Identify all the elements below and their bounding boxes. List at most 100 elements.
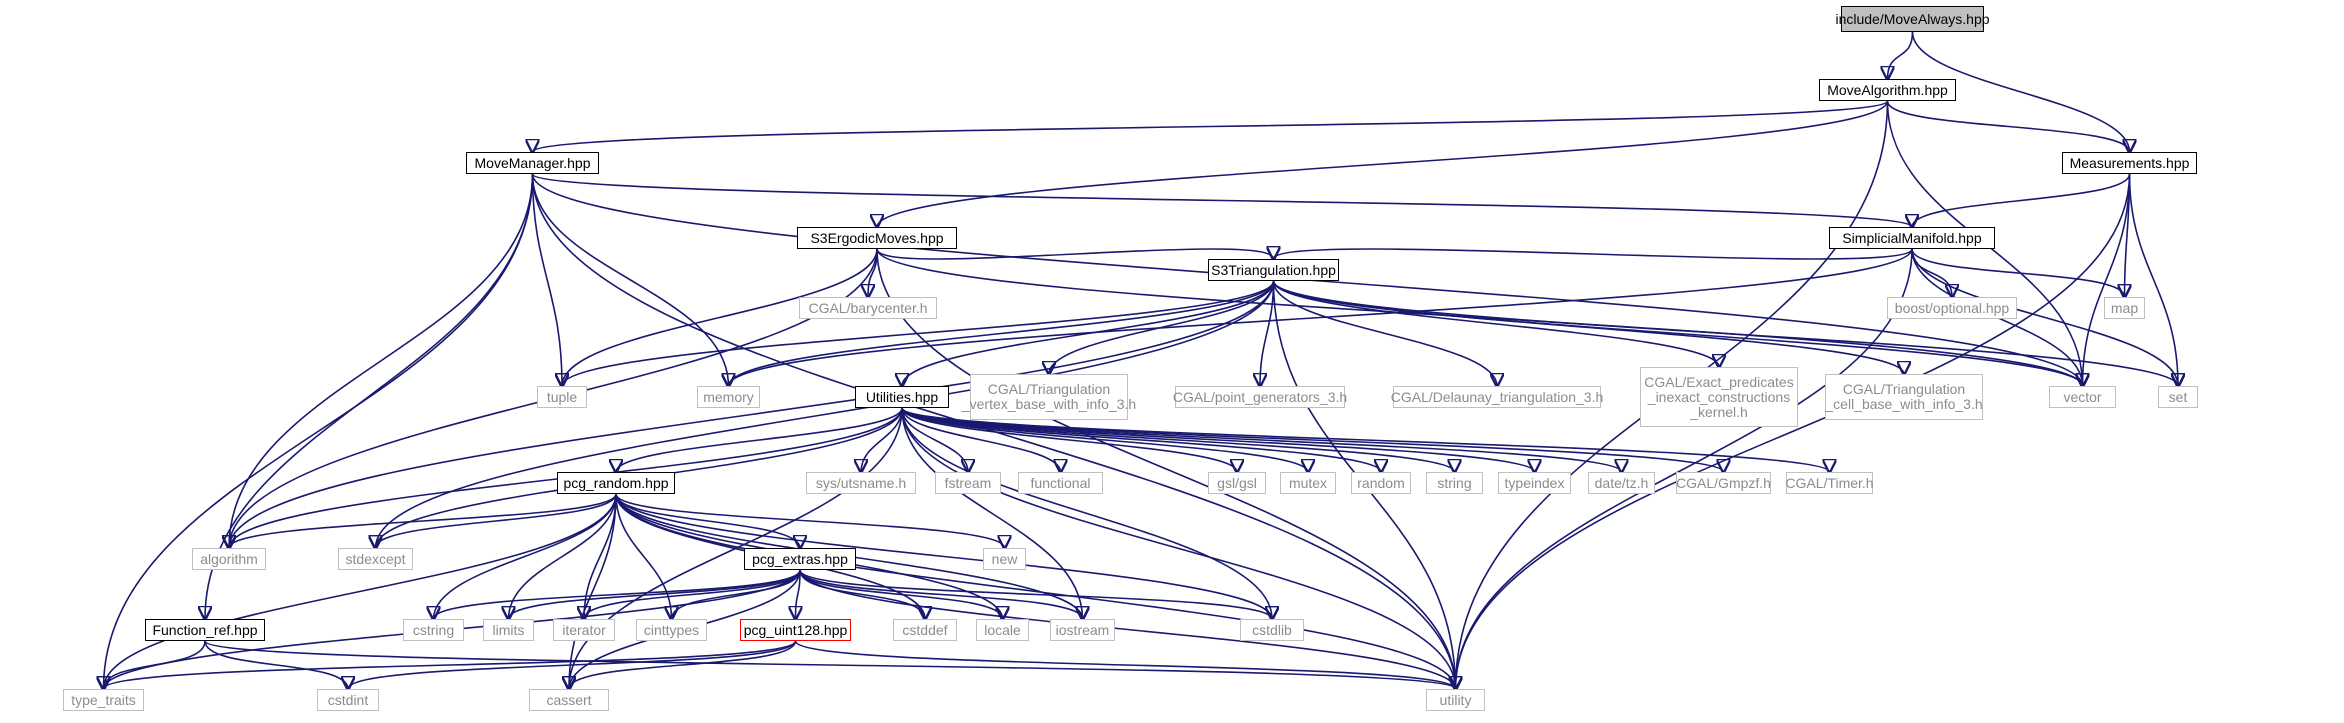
- edge-n19-n24: [901, 407, 1308, 472]
- edge-n19-n22: [901, 407, 1061, 472]
- edge-n31-n33: [376, 493, 617, 548]
- edge-n5-n8: [1911, 248, 2125, 297]
- node-cinttypes: cinttypes: [636, 619, 707, 641]
- edge-n4-n49: [876, 248, 1456, 689]
- node-typeindex: typeindex: [1498, 472, 1571, 494]
- edge-n31-n49: [615, 493, 1456, 689]
- edge-n4-n9: [876, 249, 1274, 259]
- edge-n9-n18: [1272, 280, 2179, 386]
- edge-n0-n3: [1911, 31, 2130, 152]
- node-measurements-hpp[interactable]: Measurements.hpp: [2062, 152, 2197, 174]
- edge-n19-n20: [861, 407, 903, 472]
- edge-n35-n36: [434, 569, 801, 619]
- node-s3ergodicmoves-hpp[interactable]: S3ErgodicMoves.hpp: [797, 227, 957, 249]
- edge-n9-n32: [229, 280, 1275, 548]
- node-date-tz-h: date/tz.h: [1588, 472, 1655, 494]
- edge-n35-n42: [799, 569, 1003, 619]
- edge-n31-n48: [569, 493, 617, 689]
- edge-n31-n32: [229, 493, 617, 548]
- edge-n2-n32: [229, 173, 534, 548]
- edge-n9-n33: [376, 280, 1275, 548]
- edge-n19-n21: [901, 407, 968, 472]
- node-cassert: cassert: [529, 689, 609, 711]
- edge-n40-n48: [569, 640, 797, 689]
- node-utilities-hpp[interactable]: Utilities.hpp: [855, 386, 949, 408]
- edge-n19-n23: [901, 407, 1237, 472]
- node-s3triangulation-hpp[interactable]: S3Triangulation.hpp: [1208, 259, 1339, 281]
- node-fstream: fstream: [935, 472, 1001, 494]
- edge-n35-n39: [672, 569, 801, 619]
- edge-n35-n37: [509, 569, 801, 619]
- edge-n19-n31: [616, 407, 903, 472]
- node-pcg-extras-hpp[interactable]: pcg_extras.hpp: [744, 548, 856, 570]
- edge-n1-n4: [877, 100, 1889, 227]
- node-iostream: iostream: [1050, 619, 1115, 641]
- edge-n35-n49: [799, 569, 1456, 689]
- node-algorithm: algorithm: [192, 548, 266, 570]
- edge-n35-n43: [799, 569, 1083, 619]
- node-locale: locale: [976, 619, 1029, 641]
- edge-n31-n34: [615, 493, 1005, 548]
- node-function-ref-hpp[interactable]: Function_ref.hpp: [145, 619, 265, 641]
- node-cgal-point-generators-3-h: CGAL/point_generators_3.h: [1173, 386, 1347, 408]
- edge-n9-n12: [1049, 280, 1275, 374]
- edge-n40-n49: [794, 640, 1456, 689]
- node-cgal-exact-predicates-inexact-constructions-kernel-h: CGAL/Exact_predicates _inexact_construct…: [1640, 367, 1798, 427]
- edge-n9-n14: [1272, 280, 1498, 386]
- node-movealgorithm-hpp[interactable]: MoveAlgorithm.hpp: [1819, 79, 1956, 101]
- edge-n3-n17: [2083, 173, 2131, 386]
- edge-n40-n47: [348, 640, 797, 689]
- node-cstdint: cstdint: [317, 689, 379, 711]
- node-cgal-triangulation-vertex-base-with-info-3-h: CGAL/Triangulation _vertex_base_with_inf…: [962, 374, 1136, 420]
- edge-n9-n13: [1260, 280, 1275, 386]
- node-memory: memory: [697, 386, 760, 408]
- node-pcg-random-hpp[interactable]: pcg_random.hpp: [557, 472, 675, 494]
- edge-n9-n19: [902, 280, 1275, 386]
- edge-n5-n11: [729, 248, 1913, 386]
- edge-n4-n10: [562, 248, 878, 386]
- edge-n40-n46: [104, 640, 797, 689]
- edge-n3-n18: [2128, 173, 2179, 386]
- edge-n35-n38: [584, 569, 801, 619]
- node-sys-utsname-h: sys/utsname.h: [806, 472, 916, 494]
- node-limits: limits: [483, 619, 534, 641]
- edge-n35-n41: [799, 569, 925, 619]
- node-iterator: iterator: [553, 619, 615, 641]
- node-boost-optional-hpp: boost/optional.hpp: [1887, 297, 2017, 319]
- node-cgal-delaunay-triangulation-3-h: CGAL/Delaunay_triangulation_3.h: [1391, 386, 1603, 408]
- edge-n5-n18: [1911, 248, 2178, 386]
- edge-n9-n15: [1272, 280, 1720, 367]
- node-cstdlib: cstdlib: [1240, 619, 1304, 641]
- node-cgal-barycenter-h: CGAL/barycenter.h: [799, 297, 937, 319]
- edge-n9-n10: [562, 280, 1275, 386]
- edge-n19-n30: [901, 407, 1830, 472]
- edge-n45-n49: [204, 640, 1456, 689]
- edge-n3-n49: [1456, 173, 2131, 689]
- edge-n35-n40: [796, 569, 801, 619]
- edge-n2-n11: [531, 173, 729, 386]
- edge-n19-n43: [901, 407, 1083, 619]
- node-type-traits: type_traits: [63, 689, 144, 711]
- edge-n35-n44: [799, 569, 1272, 619]
- node-cgal-gmpzf-h: CGAL/Gmpzf.h: [1676, 472, 1771, 494]
- node-simplicialmanifold-hpp[interactable]: SimplicialManifold.hpp: [1829, 227, 1995, 249]
- node-vector: vector: [2049, 386, 2116, 408]
- edge-n31-n44: [615, 493, 1272, 619]
- node-pcg-uint128-hpp[interactable]: pcg_uint128.hpp: [740, 619, 851, 641]
- node-tuple: tuple: [537, 386, 587, 408]
- edge-n3-n5: [1912, 173, 2131, 227]
- edge-n19-n49: [901, 407, 1456, 689]
- edge-n19-n44: [901, 407, 1272, 619]
- node-mutex: mutex: [1280, 472, 1336, 494]
- edge-n5-n49: [1456, 248, 1913, 689]
- node-cstring: cstring: [403, 619, 464, 641]
- node-include-movealways-hpp[interactable]: include/MoveAlways.hpp: [1835, 6, 1990, 32]
- node-movemanager-hpp[interactable]: MoveManager.hpp: [466, 152, 599, 174]
- edge-n1-n3: [1886, 100, 2130, 152]
- edge-n9-n11: [729, 280, 1275, 386]
- node-functional: functional: [1018, 472, 1103, 494]
- node-utility: utility: [1426, 689, 1485, 711]
- edge-n31-n46: [104, 493, 617, 689]
